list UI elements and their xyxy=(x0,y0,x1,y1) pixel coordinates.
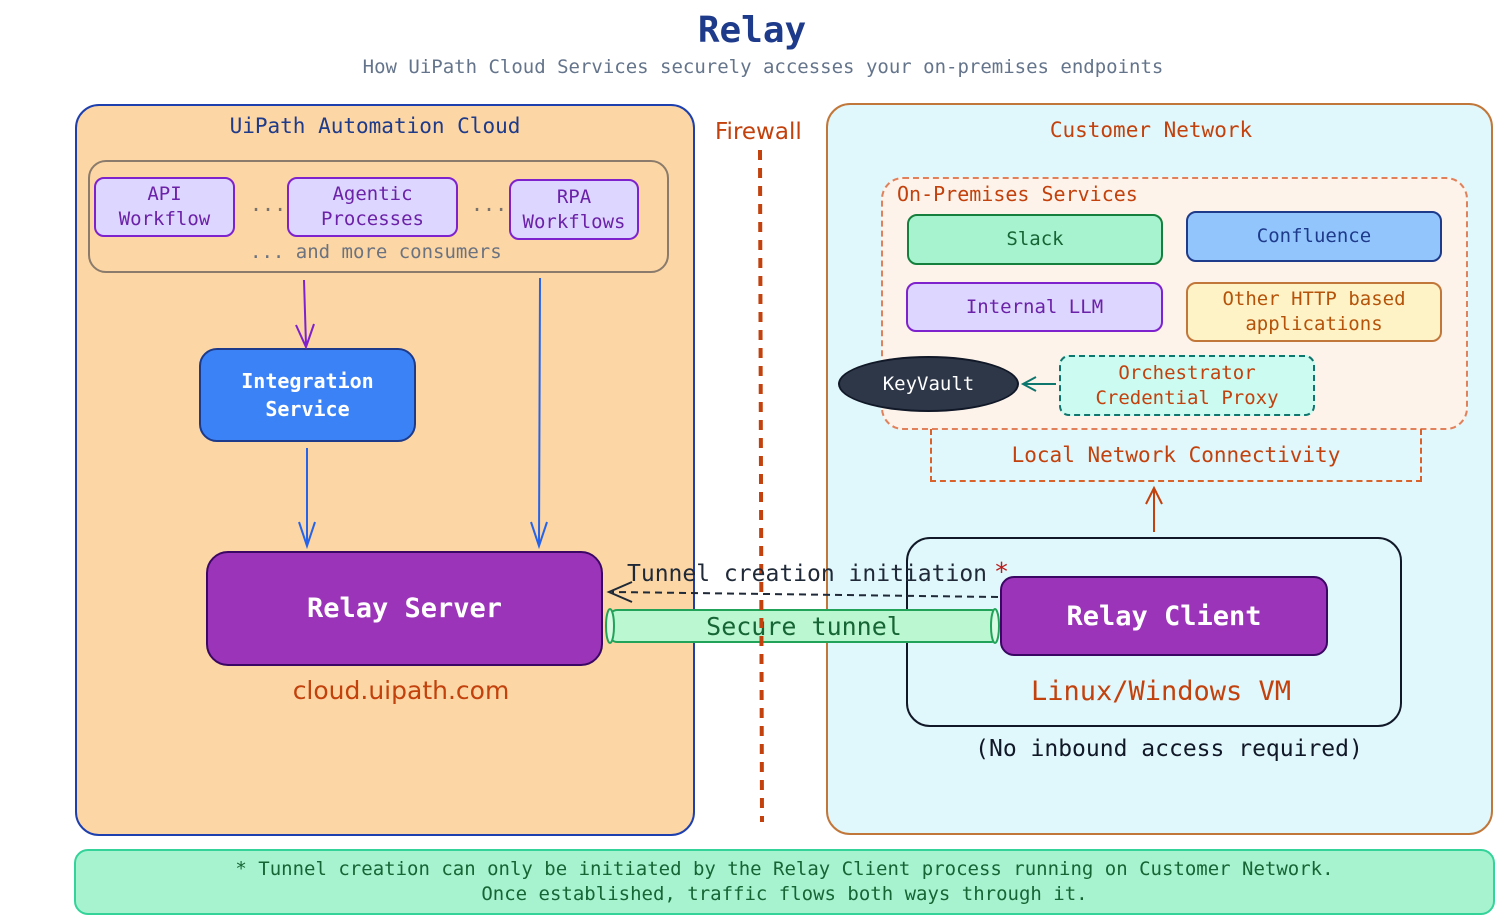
confluence-label: Confluence xyxy=(1256,225,1372,247)
more-consumers-label: ... and more consumers xyxy=(250,241,502,263)
relay-client-label: Relay Client xyxy=(1066,600,1262,632)
uipath-cloud-label: UiPath Automation Cloud xyxy=(229,114,521,138)
tunnel-initiation-label: Tunnel creation initiation xyxy=(627,561,988,587)
confluence-box: Confluence xyxy=(1186,211,1442,262)
slack-box: Slack xyxy=(907,214,1163,265)
internal-llm-box: Internal LLM xyxy=(906,282,1163,332)
other-http-apps-box: Other HTTP based applications xyxy=(1186,282,1442,342)
tunnel-asterisk: * xyxy=(994,557,1010,586)
rpa-workflows-label: RPA Workflows xyxy=(522,185,626,233)
api-workflow-box: API Workflow xyxy=(94,177,235,237)
consumers-to-relay-server-arrow xyxy=(530,277,548,550)
rpa-workflows-box: RPA Workflows xyxy=(509,179,639,240)
agentic-processes-box: Agentic Processes xyxy=(287,177,458,237)
vm-label: Linux/Windows VM xyxy=(1030,676,1292,707)
internal-llm-label: Internal LLM xyxy=(965,295,1104,318)
consumers-group xyxy=(88,160,669,273)
tunnel-right-cap xyxy=(990,608,1000,644)
tunnel-initiation-arrowhead xyxy=(606,581,633,603)
vm-to-local-network-arrow xyxy=(1145,485,1163,532)
relay-client-box: Relay Client xyxy=(1000,576,1328,656)
tunnel-left-cap xyxy=(605,608,615,644)
consumers-to-integration-arrow xyxy=(295,279,315,350)
keyvault-node: KeyVault xyxy=(838,356,1019,412)
no-inbound-access-label: (No inbound access required) xyxy=(975,736,1363,762)
diagram-subtitle: How UiPath Cloud Services securely acces… xyxy=(362,56,1164,78)
proxy-to-keyvault-arrow xyxy=(1020,376,1056,392)
footer-note: * Tunnel creation can only be initiated … xyxy=(74,849,1495,915)
consumers-ellipsis-1: ... xyxy=(250,192,287,216)
footer-line-1: * Tunnel creation can only be initiated … xyxy=(235,858,1334,880)
orchestrator-credential-proxy-label: Orchestrator Credential Proxy xyxy=(1095,361,1279,409)
api-workflow-label: API Workflow xyxy=(118,183,211,230)
tunnel-initiation-arrow xyxy=(611,591,999,598)
integration-service-box: Integration Service xyxy=(199,348,416,442)
firewall-label: Firewall xyxy=(715,119,802,145)
consumers-ellipsis-2: ... xyxy=(471,192,508,216)
secure-tunnel-pipe: Secure tunnel xyxy=(609,609,999,643)
other-http-apps-label: Other HTTP based applications xyxy=(1222,288,1406,335)
orchestrator-credential-proxy-box: Orchestrator Credential Proxy xyxy=(1059,355,1315,416)
relay-server-label: Relay Server xyxy=(306,593,503,624)
onprem-services-label: On-Premises Services xyxy=(897,182,1138,206)
diagram-title: Relay xyxy=(697,10,807,51)
cloud-domain-label: cloud.uipath.com xyxy=(292,676,510,705)
local-network-connectivity-box: Local Network Connectivity xyxy=(930,429,1422,482)
slack-label: Slack xyxy=(1006,228,1064,250)
footer-line-2: Once established, traffic flows both way… xyxy=(481,883,1088,905)
integration-service-label: Integration Service xyxy=(241,369,374,421)
secure-tunnel-label: Secure tunnel xyxy=(706,611,902,641)
customer-network-label: Customer Network xyxy=(1049,118,1253,142)
integration-to-relay-server-arrow xyxy=(298,448,316,550)
relay-server-box: Relay Server xyxy=(206,551,603,666)
keyvault-label: KeyVault xyxy=(882,373,975,395)
firewall-line xyxy=(758,149,764,823)
local-network-connectivity-label: Local Network Connectivity xyxy=(1011,442,1341,467)
agentic-processes-label: Agentic Processes xyxy=(321,183,424,230)
